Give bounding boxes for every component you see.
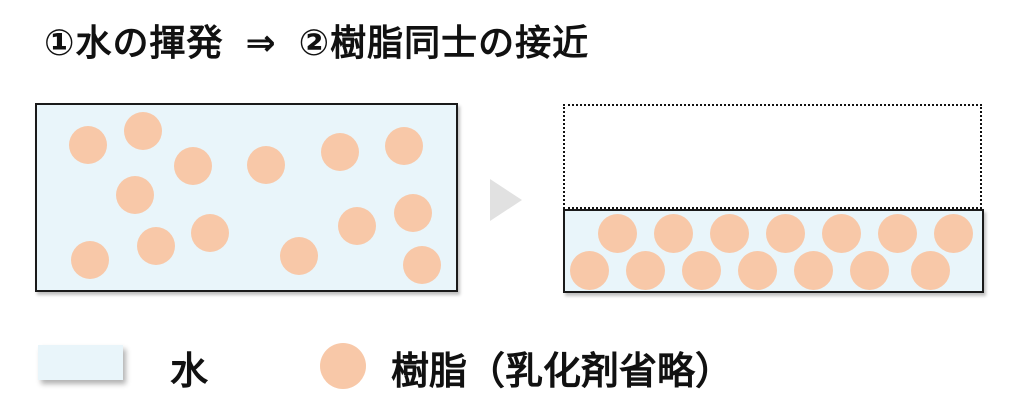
resin-circle xyxy=(709,213,749,253)
resin-circle xyxy=(765,213,805,253)
resin-circle xyxy=(191,214,229,252)
resin-circle xyxy=(625,250,665,290)
resin-circle xyxy=(116,176,154,214)
resin-circle xyxy=(793,250,833,290)
resin-circle xyxy=(910,250,950,290)
resin-circle xyxy=(597,213,637,253)
resin-circle xyxy=(69,126,107,164)
resin-circle xyxy=(653,213,693,253)
resin-circle xyxy=(849,250,889,290)
resin-circle xyxy=(174,147,212,185)
resin-circle xyxy=(247,146,285,184)
resin-circle xyxy=(280,237,318,275)
resin-circle xyxy=(385,127,423,165)
resin-circle xyxy=(821,213,861,253)
resin-circle xyxy=(737,250,777,290)
resin-circle xyxy=(124,112,162,150)
resin-circle xyxy=(877,213,917,253)
resin-circle xyxy=(933,213,973,253)
resin-circle xyxy=(394,194,432,232)
resin-circle xyxy=(569,250,609,290)
resin-circle xyxy=(321,133,359,171)
diagram-title: ①水の揮発 ⇒ ②樹脂同士の接近 xyxy=(44,22,590,63)
resin-circle xyxy=(403,246,441,284)
resin-circle xyxy=(71,241,109,279)
resin-circle xyxy=(681,250,721,290)
evaporated-water-outline xyxy=(563,104,982,209)
resin-circle xyxy=(137,227,175,265)
resin-circle xyxy=(338,207,376,245)
arrow-right-icon xyxy=(490,179,522,221)
